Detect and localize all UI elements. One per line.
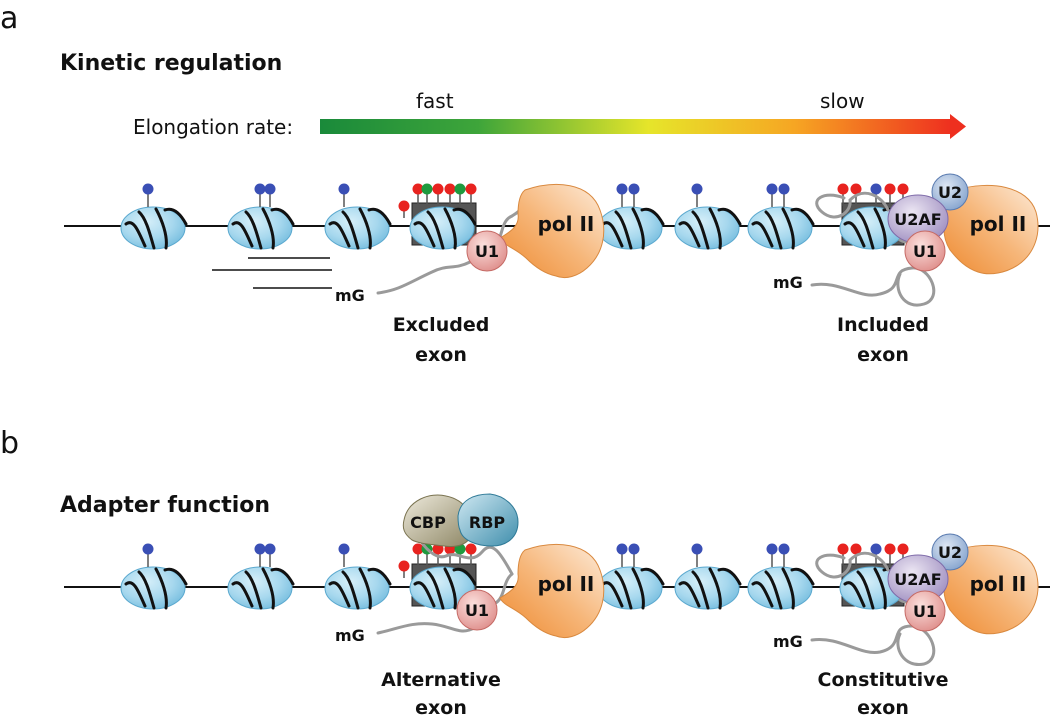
- u2-snrnp: U2: [931, 533, 969, 571]
- rbp-label: RBP: [469, 513, 506, 532]
- nucleosome: [597, 566, 665, 610]
- nucleosome: [324, 566, 392, 610]
- nucleosome: [227, 206, 295, 250]
- mg-cap-label: mG: [335, 286, 365, 305]
- nucleosome: [120, 566, 188, 610]
- u1-label: U1: [465, 601, 489, 620]
- nucleosome: [324, 206, 392, 250]
- panel-b-letter: b: [0, 426, 19, 461]
- pol-ii-label: pol II: [970, 572, 1027, 596]
- u2af-label: U2AF: [894, 570, 941, 589]
- elongation-rate-label: Elongation rate:: [133, 115, 293, 139]
- alternative-exon-caption-line1: Alternative: [381, 669, 501, 691]
- u1-label: U1: [475, 242, 499, 261]
- included-exon-caption-line2: exon: [857, 344, 909, 366]
- alternative-exon-caption-line2: exon: [415, 697, 467, 719]
- u1-snrnp: U1: [904, 230, 946, 272]
- u1-snrnp: U1: [456, 589, 498, 631]
- nucleosome: [674, 206, 742, 250]
- fast-label: fast: [416, 89, 454, 113]
- u2af-label: U2AF: [894, 210, 941, 229]
- rbp: RBP: [457, 493, 519, 547]
- u1-snrnp: U1: [904, 590, 946, 632]
- cbp: CBP: [402, 494, 473, 547]
- nucleosome: [597, 206, 665, 250]
- u1-label: U1: [913, 602, 937, 621]
- panel-a-letter: a: [0, 1, 18, 36]
- nucleosome: [120, 206, 188, 250]
- panel-b: b Adapter function: [0, 426, 1050, 719]
- pol-ii-label: pol II: [970, 212, 1027, 236]
- constitutive-exon-caption-line1: Constitutive: [818, 669, 949, 691]
- histone-marks: [142, 183, 909, 218]
- nucleosome: [409, 566, 477, 610]
- excluded-exon-caption-line1: Excluded: [393, 314, 490, 336]
- u2-label: U2: [938, 543, 962, 562]
- mg-cap-label: mG: [335, 626, 365, 645]
- histone-marks: [142, 543, 909, 578]
- mg-cap-label: mG: [773, 632, 803, 651]
- mg-cap-label: mG: [773, 273, 803, 292]
- u2-snrnp: U2: [931, 173, 969, 211]
- transcript-lines: [212, 257, 332, 289]
- u2af: U2AF: [887, 554, 949, 604]
- nucleosome: [409, 206, 477, 250]
- u1-snrnp: U1: [466, 230, 508, 272]
- pol-ii-complex: pol II: [499, 544, 605, 639]
- u1-label: U1: [913, 242, 937, 261]
- included-exon-caption-line1: Included: [837, 314, 929, 336]
- pol-ii-label: pol II: [538, 212, 595, 236]
- u2-label: U2: [938, 183, 962, 202]
- slow-label: slow: [820, 89, 865, 113]
- elongation-rate-arrow: [320, 114, 966, 139]
- panel-a: a Kinetic regulation Elongation rate: fa…: [0, 1, 1050, 366]
- pol-ii-label: pol II: [538, 572, 595, 596]
- pol-ii-complex: pol II: [499, 184, 605, 279]
- nucleosome: [674, 566, 742, 610]
- excluded-exon-caption-line2: exon: [415, 344, 467, 366]
- nucleosome: [227, 566, 295, 610]
- nucleosome: [747, 206, 815, 250]
- cbp-label: CBP: [410, 513, 446, 532]
- panel-b-title: Adapter function: [60, 493, 270, 518]
- panel-a-title: Kinetic regulation: [60, 51, 282, 76]
- constitutive-exon-caption-line2: exon: [857, 697, 909, 719]
- nucleosome: [747, 566, 815, 610]
